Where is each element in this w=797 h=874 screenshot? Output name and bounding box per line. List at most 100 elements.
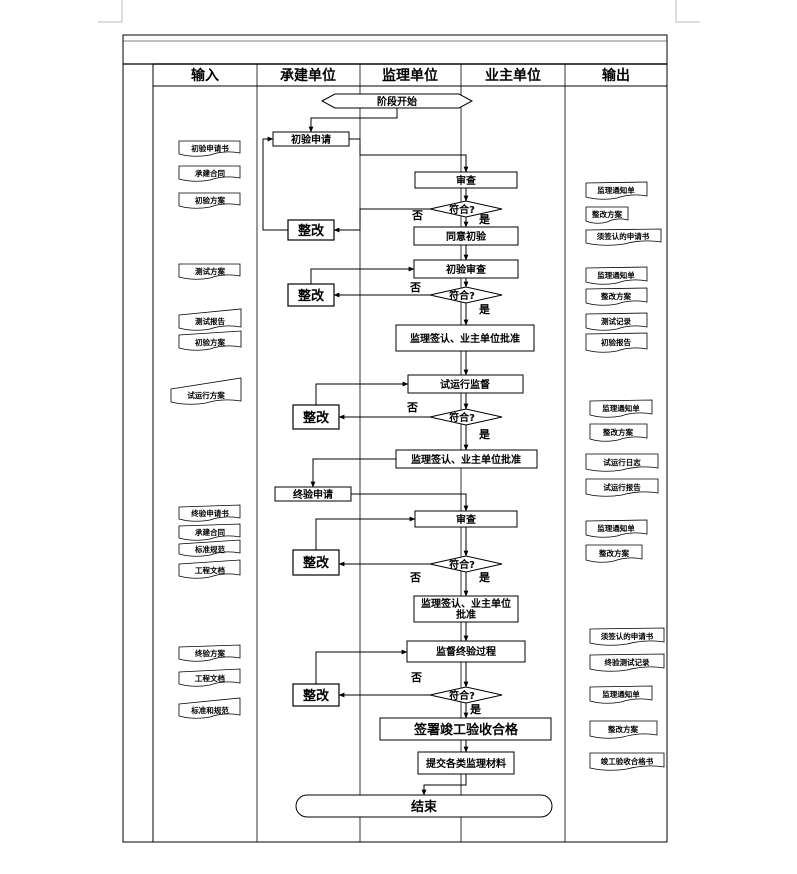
column-header-supervisor: 监理单位	[382, 67, 438, 84]
output-doc-completion-cert: 竣工验收合格书	[601, 756, 654, 766]
review1-label: 审查	[456, 174, 477, 187]
final-supervise-label: 监督终验过程	[436, 645, 496, 658]
output-doc-rectify-plan5: 整改方案	[608, 724, 638, 734]
column-header-input: 输入	[191, 67, 219, 84]
output-doc-trial-log: 试运行日志	[603, 457, 641, 467]
output-doc-signed-apply1: 须签认的申请书	[597, 231, 650, 241]
check5-label: 符合?	[449, 689, 475, 702]
input-doc-first-plan2-shape	[178, 330, 242, 351]
input-doc-final-apply-shape	[178, 504, 241, 522]
output-doc-notice2-shape	[585, 266, 648, 285]
check4-no-label: 否	[409, 571, 421, 584]
rectify2-label: 整改	[297, 288, 325, 304]
output-doc-trial-report: 试运行报告	[603, 482, 641, 492]
output-doc-notice3: 监理通知单	[602, 403, 640, 413]
input-doc-final-apply: 终验申请书	[190, 508, 229, 518]
output-doc-notice3-shape	[589, 399, 653, 418]
input-doc-trial-plan-shape	[170, 377, 242, 405]
input-doc-final-plan-shape	[178, 644, 241, 662]
output-doc-completion-cert-shape	[589, 752, 665, 771]
output-doc-notice1: 监理通知单	[597, 185, 635, 195]
output-doc-first-report: 初验报告	[601, 337, 631, 347]
input-doc-eng-docs: 工程文档	[195, 565, 225, 575]
approve3-label-line2: 批准	[456, 608, 476, 621]
check5-no-label: 否	[410, 671, 422, 684]
output-doc-test-record: 测试记录	[601, 316, 631, 326]
input-doc-eng-docs2: 工程文档	[195, 673, 225, 683]
check3-diamond	[429, 408, 503, 426]
input-doc-standards-shape	[178, 539, 241, 557]
rectify4-label: 整改	[302, 555, 330, 571]
rectify3-box	[292, 404, 340, 430]
submit-docs-label: 提交各类监理材料	[426, 757, 506, 770]
input-doc-contract2: 承建合同	[195, 527, 225, 537]
input-doc-test-plan: 测试方案	[195, 266, 225, 276]
input-doc-contract-shape	[178, 165, 241, 182]
output-doc-final-test-record: 终验测试记录	[604, 657, 650, 667]
check2-label: 符合?	[449, 289, 475, 302]
check4-diamond	[429, 555, 503, 573]
input-doc-trial-plan: 试运行方案	[187, 390, 225, 400]
check1-diamond	[429, 200, 503, 218]
output-doc-rectify-plan1-shape	[585, 206, 629, 224]
output-doc-trial-report-shape	[585, 478, 659, 497]
check3-label: 符合?	[449, 411, 475, 424]
rectify5-label: 整改	[302, 688, 330, 704]
sign-complete-label: 签署竣工验收合格	[413, 722, 519, 738]
agree-first-label: 同意初验	[446, 230, 487, 243]
check4-label: 符合?	[449, 558, 475, 571]
output-doc-final-test-record-shape	[589, 653, 665, 672]
check1-no-label: 否	[411, 209, 423, 222]
input-doc-eng-docs-shape	[178, 559, 241, 579]
check1-yes-label: 是	[478, 213, 491, 226]
check2-yes-label: 是	[478, 303, 491, 316]
check4-yes-label: 是	[478, 571, 491, 584]
input-doc-eng-docs2-shape	[178, 668, 241, 687]
input-doc-first-plan2: 初验方案	[195, 337, 225, 347]
output-doc-rectify-plan2-shape	[585, 287, 648, 306]
output-doc-notice2: 监理通知单	[597, 270, 635, 280]
output-doc-signed-apply2: 须签认的申请书	[601, 631, 654, 641]
output-doc-notice1-shape	[585, 181, 648, 200]
first-review-label: 初验审查	[446, 263, 487, 276]
approve3-box	[413, 595, 519, 623]
input-doc-contract2-shape	[178, 523, 241, 541]
input-doc-final-plan: 终验方案	[194, 648, 225, 658]
input-doc-contract: 承建合同	[195, 168, 225, 178]
output-doc-rectify-plan3: 整改方案	[603, 427, 633, 437]
column-header-contractor: 承建单位	[280, 67, 336, 84]
check2-diamond	[429, 286, 503, 304]
output-doc-rectify-plan4-shape	[585, 544, 643, 563]
input-doc-first-apply-shape	[178, 140, 241, 157]
check5-yes-label: 是	[469, 703, 482, 716]
check3-no-label: 否	[406, 401, 418, 414]
output-doc-rectify-plan1: 整改方案	[592, 209, 622, 219]
end-label: 结束	[411, 799, 438, 815]
check5-diamond	[429, 686, 503, 704]
column-header-output: 输出	[602, 67, 630, 84]
input-doc-first-plan: 初验方案	[195, 195, 225, 205]
approve2-label: 监理签认、业主单位批准	[411, 453, 521, 466]
check3-yes-label: 是	[478, 428, 491, 441]
rectify1-label: 整改	[297, 223, 325, 239]
output-doc-notice5-shape	[589, 685, 653, 704]
check2-no-label: 否	[409, 281, 421, 294]
output-doc-rectify-plan3-shape	[589, 423, 648, 442]
start-terminal	[320, 93, 474, 109]
swimlane-table	[122, 34, 668, 843]
input-doc-standards2-shape	[178, 697, 241, 719]
output-doc-signed-apply1-shape	[585, 228, 662, 246]
rectify3-label: 整改	[302, 410, 330, 426]
start-label: 阶段开始	[377, 95, 417, 108]
input-doc-first-apply: 初验申请书	[191, 143, 229, 153]
column-header-owner: 业主单位	[485, 67, 541, 84]
output-doc-first-report-shape	[585, 332, 648, 353]
input-doc-standards: 标准规范	[194, 544, 225, 554]
approve1-box	[395, 324, 535, 352]
input-doc-test-report: 测试报告	[195, 316, 225, 326]
review2-label: 审查	[456, 513, 477, 526]
input-doc-standards2: 标准和规范	[190, 705, 229, 715]
approve3-label-line1: 监理签认、业主单位	[421, 597, 511, 610]
output-doc-rectify-plan2: 整改方案	[601, 291, 631, 301]
output-doc-notice5: 监理通知单	[602, 689, 640, 699]
